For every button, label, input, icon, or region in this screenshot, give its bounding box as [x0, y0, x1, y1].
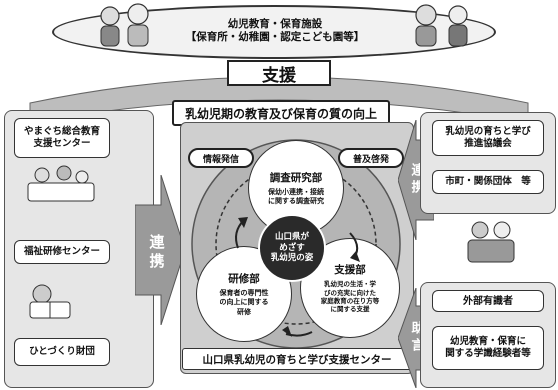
info-tag: 情報発信: [188, 148, 254, 168]
top-banner-text: 幼児教育・保育施設 【保育所・幼稚園・認定こども園等】: [150, 14, 400, 48]
center-title: 山口県乳幼児の育ちと学び支援センター: [182, 348, 412, 370]
facility-types: 【保育所・幼稚園・認定こども園等】: [185, 31, 365, 43]
facility-title: 幼児教育・保育施設: [227, 17, 323, 30]
dept-support-desc: 乳幼児の生活・学 びの充実に向けた 家庭教育の在り方等 に関する支援: [320, 280, 380, 314]
left-item-welfare-center: 福祉研修センター: [14, 240, 110, 264]
promo-tag: 普及啓発: [338, 148, 404, 168]
dept-support-title: 支援部: [334, 264, 366, 277]
core-circle: 山口県が めざす 乳幼児の姿: [258, 214, 326, 282]
council-members: 市町・関係団体 等: [445, 175, 531, 187]
cycle-arrows: [235, 217, 360, 337]
dept-research-desc: 保幼小連携・接続 に関する調査研究: [268, 187, 324, 205]
left-collab-arrow: [135, 175, 185, 325]
experts-desc-box: 幼児教育・保育に 関する学識経験者等: [432, 326, 544, 370]
council-title-box: 乳幼児の育ちと学び 推進協議会: [432, 120, 544, 156]
children-icon-right: [415, 4, 468, 47]
experts-desc: 幼児教育・保育に 関する学識経験者等: [445, 335, 531, 359]
core-text: 山口県が めざす 乳幼児の姿: [270, 232, 314, 264]
reading-illustration-icon: [29, 284, 71, 319]
dept-training: 研修部 保育者の専門性 の向上に関する 研修: [196, 246, 292, 342]
experts-title: 外部有識者: [463, 295, 513, 307]
experts-illustration-icon: [467, 221, 515, 263]
teaching-illustration-icon: [27, 165, 95, 202]
right-advice-label: 助言: [408, 321, 424, 355]
right-collab-label: 連携: [408, 163, 424, 197]
experts-title-box: 外部有識者: [432, 290, 544, 312]
left-item-education-center: やまぐち総合教育 支援センター: [14, 118, 110, 158]
support-label: 支援: [262, 65, 296, 86]
council-title: 乳幼児の育ちと学び 推進協議会: [445, 125, 531, 149]
dept-training-title: 研修部: [228, 273, 260, 286]
left-item-foundation: ひとづくり財団: [14, 338, 110, 366]
dept-research-title: 調査研究部: [269, 171, 323, 184]
dept-training-desc: 保育者の専門性 の向上に関する 研修: [219, 289, 269, 316]
children-icon-left: [100, 3, 149, 47]
left-collab-label: 連携: [147, 234, 166, 272]
council-members-box: 市町・関係団体 等: [432, 170, 544, 194]
